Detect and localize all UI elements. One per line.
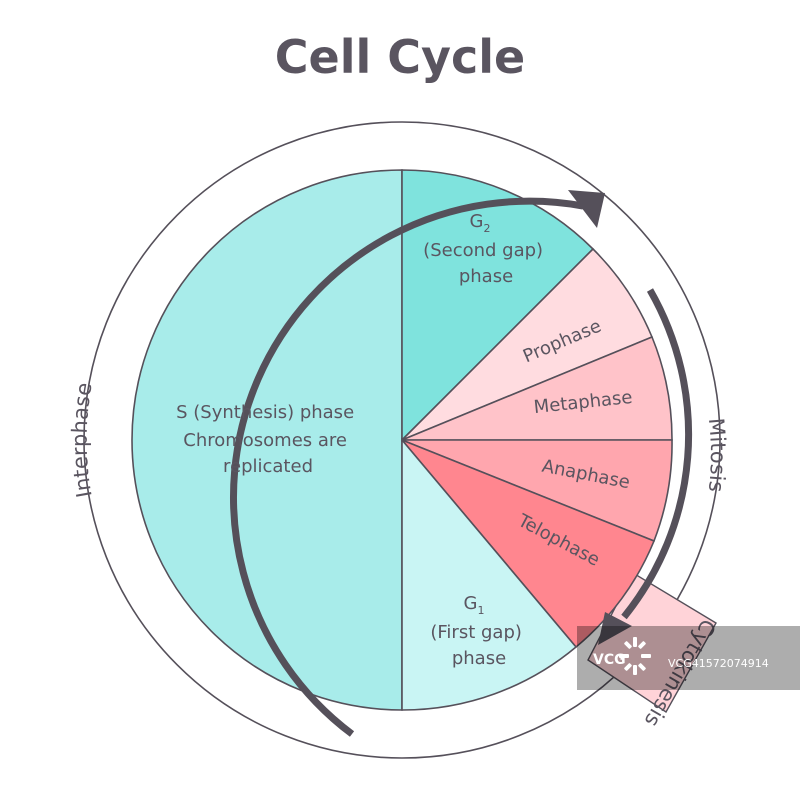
g2-line-2: (Second gap) (423, 240, 543, 261)
telophase-sector (401, 439, 656, 649)
watermark-logo-icon (619, 637, 651, 675)
svg-text:S (Synthesis) phase Chromo: S (Synthesis) phase Chromosomes are repl… (176, 402, 360, 477)
s-phase-sector (131, 169, 403, 711)
g1-letter: G (464, 593, 478, 614)
page-title: Cell Cycle (274, 30, 526, 84)
svg-text:(First gap) phase: (First gap) phase (430, 622, 527, 669)
watermark-backdrop (577, 626, 800, 690)
svg-text:G2: G2 (470, 211, 491, 235)
s-phase-line-2: Chromosomes are (183, 430, 347, 451)
g1-phase-sector (401, 437, 578, 711)
mitosis-arrow-head-icon (598, 612, 632, 645)
watermark: VCG VCG41572074914 (577, 626, 800, 690)
mitosis-label: Mitosis (704, 417, 730, 493)
svg-text:Interphase: Interphase (68, 381, 97, 500)
interphase-label: Interphase (68, 381, 97, 500)
svg-text:G1: G1 (464, 593, 485, 617)
g1-subscript: 1 (477, 604, 484, 617)
s-phase-line-3: replicated (223, 456, 313, 477)
watermark-id-text: VCG41572074914 (668, 657, 769, 670)
mitosis-arrow-arc (621, 288, 693, 620)
g1-line-3: phase (452, 648, 506, 669)
interphase-arrow-arc (230, 197, 584, 737)
svg-text:Mitosis: Mitosis (704, 417, 730, 493)
interphase-arrow-head-icon (568, 190, 605, 228)
g2-letter: G (470, 211, 484, 232)
g2-phase-sector (401, 169, 595, 442)
svg-text:(Second gap) phase: (Second gap) phase (423, 240, 549, 287)
watermark-logo-text: VCG (593, 652, 626, 668)
g1-line-2: (First gap) (430, 622, 522, 643)
g2-line-3: phase (459, 266, 513, 287)
g2-subscript: 2 (483, 222, 490, 235)
s-phase-line-1: S (Synthesis) phase (176, 402, 354, 423)
outer-ring (83, 121, 721, 759)
